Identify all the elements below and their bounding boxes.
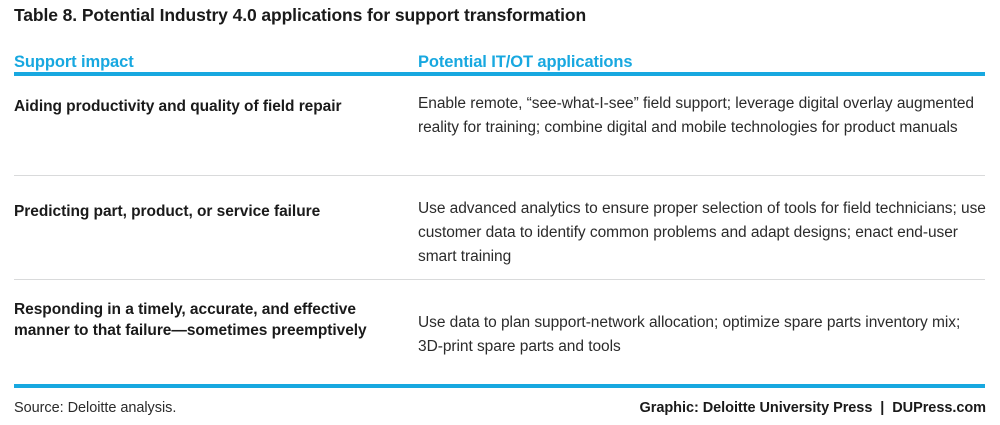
column-header-potential-applications: Potential IT/OT applications [418,53,986,72]
cell-text: Use data to plan support-network allocat… [418,314,961,355]
cell-text: Aiding productivity and quality of field… [14,98,342,115]
table-row: Predicting part, product, or service fai… [14,176,986,279]
table-cell-applications: Use data to plan support-network allocat… [418,280,986,359]
column-header-label: Potential IT/OT applications [418,53,633,71]
table-cell-support-impact: Aiding productivity and quality of field… [14,76,418,117]
row-divider [14,175,985,176]
cell-text: Responding in a timely, accurate, and ef… [14,301,367,339]
table-footer: Source: Deloitte analysis. Graphic: Delo… [14,388,986,416]
cell-text: Predicting part, product, or service fai… [14,203,321,220]
footer-accent-rule [14,384,985,388]
cell-text: Use advanced analytics to ensure proper … [418,200,986,265]
row-divider [14,279,985,280]
page-title: Table 8. Potential Industry 4.0 applicat… [14,5,587,25]
table-body: Aiding productivity and quality of field… [14,76,986,384]
table-cell-applications: Use advanced analytics to ensure proper … [418,176,986,269]
cell-text: Enable remote, “see-what-I-see” field su… [418,95,974,136]
source-note: Source: Deloitte analysis. [14,400,177,416]
column-header-support-impact: Support impact [14,53,418,72]
table-header-row: Support impact Potential IT/OT applicati… [14,38,986,72]
table-row: Aiding productivity and quality of field… [14,76,986,175]
graphic-credit: Graphic: Deloitte University Press | DUP… [639,400,987,416]
table-cell-applications: Enable remote, “see-what-I-see” field su… [418,76,986,140]
column-header-label: Support impact [14,53,134,71]
table-cell-support-impact: Responding in a timely, accurate, and ef… [14,280,418,341]
table-cell-support-impact: Predicting part, product, or service fai… [14,176,418,222]
header-accent-rule [14,72,985,76]
table-row: Responding in a timely, accurate, and ef… [14,280,986,384]
